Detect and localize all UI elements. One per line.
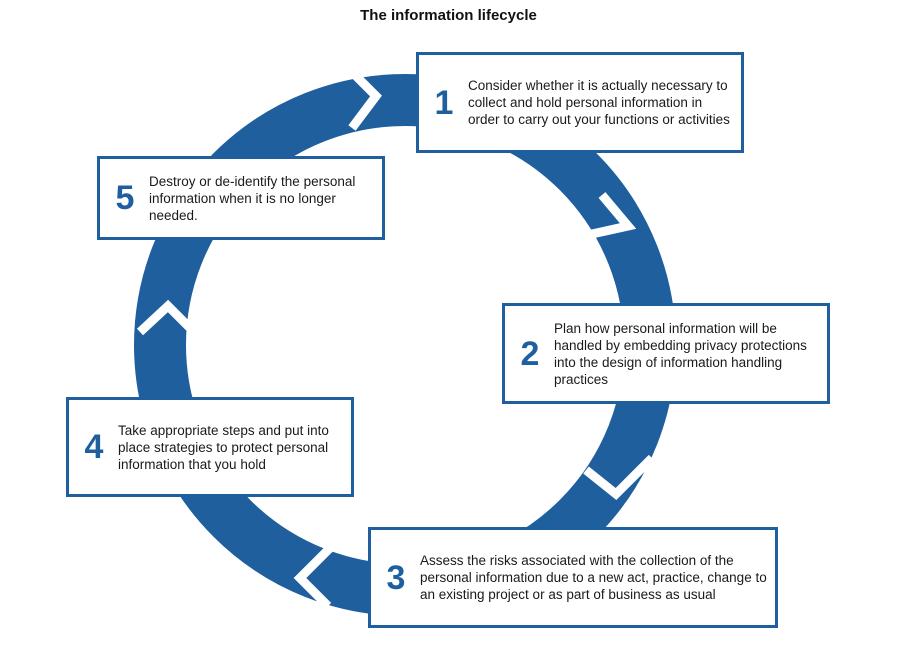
- step-2-box: 2 Plan how personal information will be …: [502, 303, 830, 404]
- step-4-number: 4: [84, 428, 104, 466]
- step-2-number: 2: [520, 334, 540, 373]
- step-1-box: 1 Consider whether it is actually necess…: [416, 52, 744, 153]
- step-2-text: Plan how personal information will be ha…: [554, 320, 807, 387]
- step-4-text: Take appropriate steps and put into plac…: [118, 422, 329, 472]
- diagram-title: The information lifecycle: [360, 7, 537, 24]
- step-3-text: Assess the risks associated with the col…: [420, 553, 767, 602]
- step-5-number: 5: [115, 179, 135, 217]
- arrow-chevron-right-lower: [583, 454, 656, 501]
- arrow-chevron-left: [136, 299, 200, 338]
- step-5-text: Destroy or de-identify the personal info…: [149, 173, 356, 223]
- step-1-text: Consider whether it is actually necessar…: [468, 78, 730, 127]
- step-3-box: 3 Assess the risks associated with the c…: [368, 527, 778, 628]
- arrow-chevron-top: [344, 64, 382, 131]
- step-1-number: 1: [434, 83, 454, 122]
- arrow-chevron-bottom: [293, 544, 334, 610]
- step-5-box: 5 Destroy or de-identify the personal in…: [97, 156, 385, 240]
- arrow-chevron-right-upper: [591, 192, 637, 239]
- step-3-number: 3: [386, 558, 406, 597]
- step-4-box: 4 Take appropriate steps and put into pl…: [66, 397, 354, 497]
